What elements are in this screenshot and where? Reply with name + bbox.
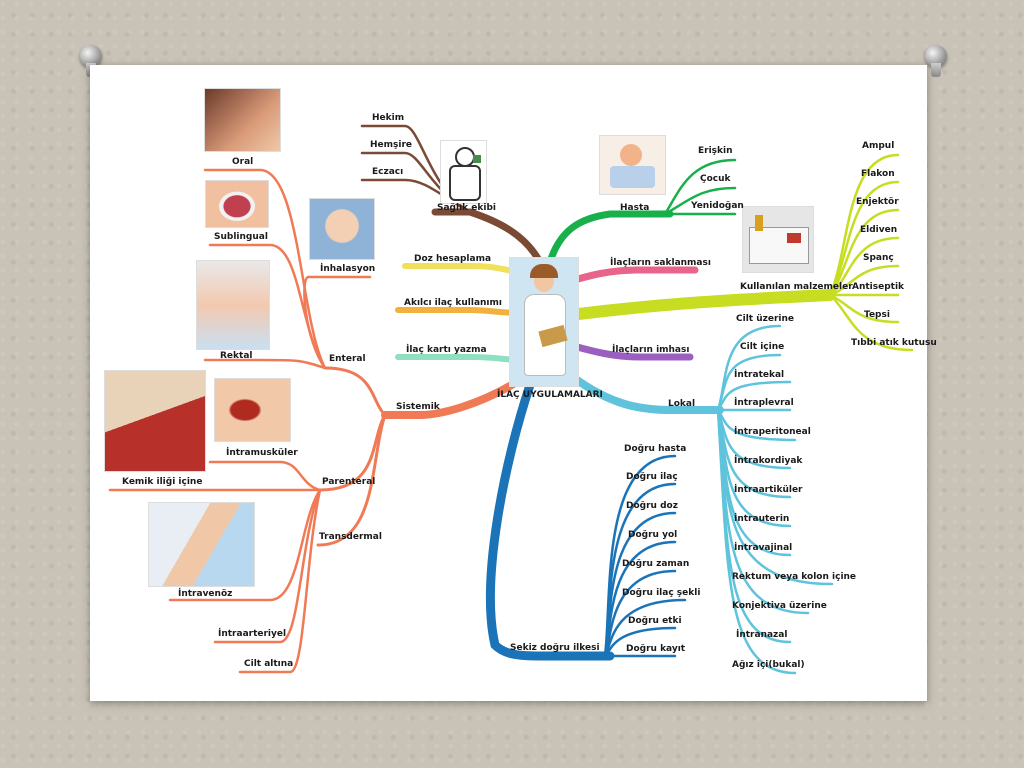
malzemeler-tray-photo: [742, 206, 814, 273]
label-dogru-zaman: Doğru zaman: [622, 559, 690, 569]
label-spanc: Spanç: [863, 253, 894, 263]
label-konjektiva: Konjektiva üzerine: [732, 601, 827, 611]
label-intraperitoneal: İntraperitoneal: [734, 427, 811, 437]
label-parenteral: Parenteral: [322, 477, 376, 487]
label-cilt-altina: Cilt altına: [244, 659, 294, 669]
branch-sistemik: [381, 376, 524, 419]
label-intravajinal: İntravajinal: [734, 543, 793, 553]
label-intraartikuler: İntraartiküler: [734, 485, 803, 495]
label-intraplevral: İntraplevral: [734, 398, 794, 408]
label-antiseptik: Antiseptik: [852, 282, 905, 292]
label-enjektor: Enjektör: [856, 197, 899, 207]
label-dogru-yol: Doğru yol: [628, 530, 678, 540]
label-cocuk: Çocuk: [700, 174, 731, 184]
center-title: İLAÇ UYGULAMALARI: [497, 390, 603, 400]
label-eldiven: Eldiven: [860, 225, 898, 235]
label-imhasi: İlaçların imhası: [612, 345, 690, 355]
oral-photo: [204, 88, 281, 152]
label-akilci: Akılcı ilaç kullanımı: [404, 298, 502, 308]
rektal-photo: [196, 260, 270, 350]
label-flakon: Flakon: [861, 169, 895, 179]
label-saklanmasi: İlaçların saklanması: [610, 258, 711, 268]
branch-malzemeler: [564, 289, 836, 321]
label-dogru-kayit: Doğru kayıt: [626, 644, 686, 654]
label-inhalasyon: İnhalasyon: [320, 264, 376, 274]
label-hekim: Hekim: [372, 113, 405, 123]
label-saglik-ekibi: Sağlık ekibi: [437, 203, 496, 213]
label-intranazal: İntranazal: [736, 630, 788, 640]
label-dogru-etki: Doğru etki: [628, 616, 682, 626]
label-rektum-kolon: Rektum veya kolon içine: [732, 572, 857, 582]
label-cilt-icine: Cilt içine: [740, 342, 785, 352]
label-intravenoz: İntravenöz: [178, 589, 233, 599]
label-sistemik: Sistemik: [396, 402, 440, 412]
label-dogru-ilac-sekli: Doğru ilaç şekli: [622, 588, 701, 598]
sublingual-photo: [205, 180, 269, 228]
label-eriskin: Erişkin: [698, 146, 733, 156]
branch-saglik-ekibi: [431, 208, 544, 266]
label-rektal: Rektal: [220, 351, 253, 361]
label-intramuskuler: İntramusküler: [226, 448, 298, 458]
nurse-illustration: [509, 257, 579, 387]
intravenoz-photo: [148, 502, 255, 587]
inhalasyon-photo: [309, 198, 375, 260]
kemik-iligi-illustration: [104, 370, 206, 472]
label-sublingual: Sublingual: [214, 232, 268, 242]
label-intratekal: İntratekal: [734, 370, 785, 380]
label-tepsi: Tepsi: [864, 310, 890, 320]
saglik-ekibi-illustration: [440, 140, 487, 204]
label-oral: Oral: [232, 157, 254, 167]
label-dogru-doz: Doğru doz: [626, 501, 678, 511]
label-kemik-iligi: Kemik iliği içine: [122, 477, 203, 487]
label-eczaci: Eczacı: [372, 167, 404, 177]
label-hasta: Hasta: [620, 203, 650, 213]
branch-doz: [402, 263, 523, 276]
label-malzemeler: Kullanılan malzemeler: [740, 282, 853, 292]
label-sekiz: Sekiz doğru ilkesi: [510, 643, 600, 653]
label-agiz-ici: Ağız içi(bukal): [732, 660, 805, 670]
label-hemsire: Hemşire: [370, 140, 412, 150]
branch-akilci: [395, 307, 518, 316]
label-intrakordiyak: İntrakordiyak: [734, 456, 803, 466]
label-enteral: Enteral: [329, 354, 366, 364]
label-intraarteriyel: İntraarteriyel: [218, 629, 287, 639]
label-tibbi-atik: Tıbbi atık kutusu: [851, 338, 937, 348]
hasta-child-illustration: [599, 135, 666, 195]
branch-sekiz: [486, 380, 615, 661]
intramuskuler-photo: [214, 378, 291, 442]
label-doz: Doz hesaplama: [414, 254, 492, 264]
pushpin-right: [925, 45, 947, 77]
branch-hasta: [546, 210, 674, 266]
label-dogru-hasta: Doğru hasta: [624, 444, 687, 454]
branch-kart: [395, 354, 518, 363]
branch-lokal: [566, 371, 724, 414]
label-kart: İlaç kartı yazma: [406, 345, 487, 355]
branch-saklanmasi: [561, 266, 699, 287]
label-intrauterin: İntrauterin: [734, 514, 790, 524]
label-ampul: Ampul: [862, 141, 895, 151]
label-transdermal: Transdermal: [319, 532, 382, 542]
label-lokal: Lokal: [668, 399, 696, 409]
label-dogru-ilac: Doğru ilaç: [626, 472, 678, 482]
label-cilt-uzerine: Cilt üzerine: [736, 314, 794, 324]
label-yenidogan: Yenidoğan: [691, 201, 744, 211]
